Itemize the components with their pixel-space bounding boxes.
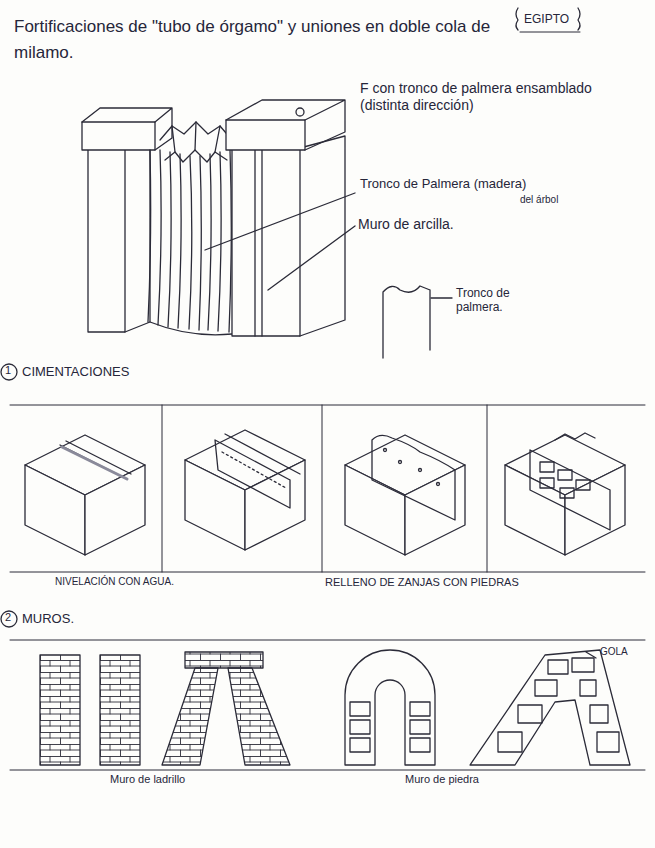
part-label-box: GOLA [600,646,650,658]
part-sublabel-box: del árbol [520,194,590,206]
part-label: GOLA [600,646,628,657]
country-tag-box: EGIPTO [524,12,584,26]
section-number-box: 2 [5,611,15,624]
part-label: Muro de arcilla. [358,216,454,232]
panel-caption-box: Muro de ladrillo [110,773,260,786]
section-heading: MUROS. [22,611,74,626]
panel-caption: Muro de ladrillo [110,773,185,785]
section-heading-box: CIMENTACIONES [22,364,182,380]
part-sublabel: del árbol [520,194,558,205]
part-label-box: Muro de arcilla. [358,216,518,233]
section-heading-box: MUROS. [22,611,142,627]
title-text: Fortificaciones de "tubo de órgamo" y un… [14,17,490,62]
callout-note-box: F con tronco de palmera ensamblado (dist… [360,80,640,114]
section-number: 2 [5,611,11,623]
panel-caption-box: Muro de piedra [405,773,555,786]
section-number: 1 [5,364,11,376]
part-label-box: Tronco de palmera. [456,286,546,315]
part-label: Tronco de Palmera (madera) [360,176,526,191]
panel-caption: Muro de piedra [405,773,479,785]
callout-note: F con tronco de palmera ensamblado (dist… [360,80,592,113]
fortification-drawing [82,100,345,336]
panel-caption: NIVELACIÓN CON AGUA. [55,576,174,587]
section-heading: CIMENTACIONES [22,364,129,379]
page-title: Fortificaciones de "tubo de órgamo" y un… [14,14,514,65]
section-number-box: 1 [5,364,15,377]
part-label-box: Tronco de Palmera (madera) [360,176,560,192]
panel-caption-box: RELLENO DE ZANJAS CON PIEDRAS [325,576,625,589]
part-label: Tronco de palmera. [456,286,510,314]
panel-caption-box: NIVELACIÓN CON AGUA. [55,576,255,588]
country-tag: EGIPTO [524,12,569,26]
panel-caption: RELLENO DE ZANJAS CON PIEDRAS [325,576,519,588]
